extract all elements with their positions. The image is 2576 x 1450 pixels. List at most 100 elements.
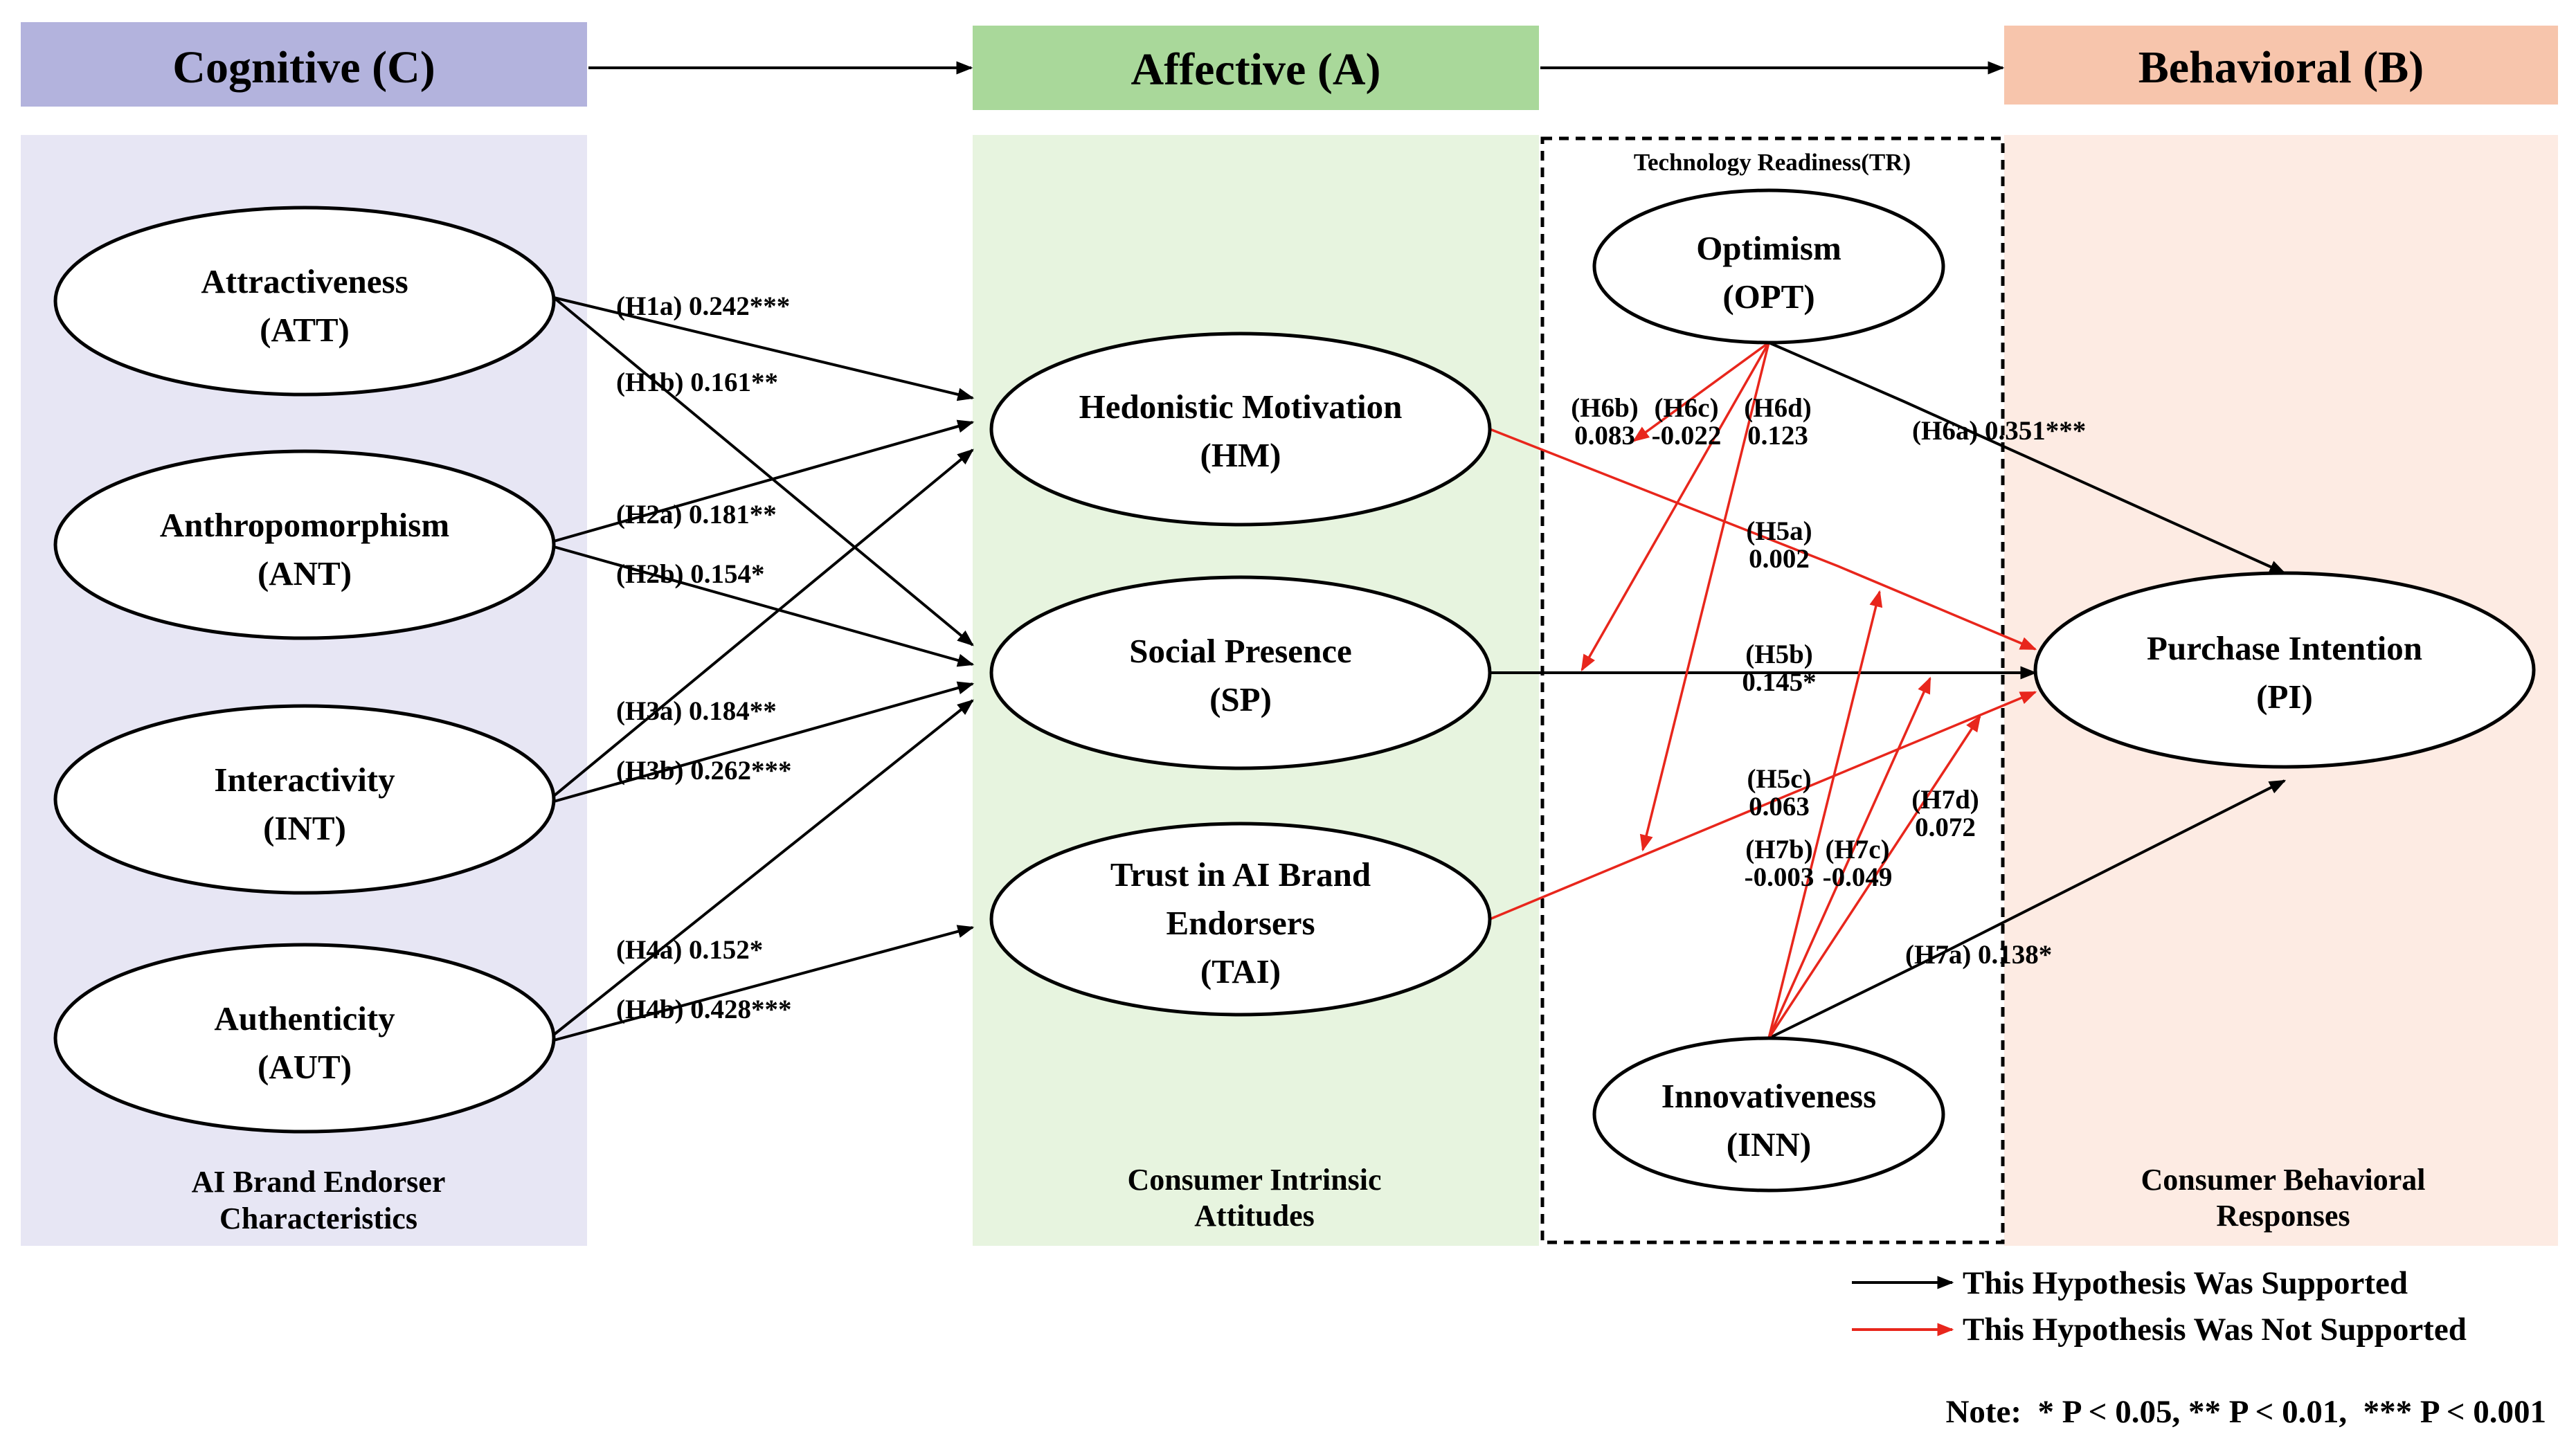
node-purchase-intention: Purchase Intention (PI) (2033, 571, 2536, 769)
node-innovativeness: Innovativeness (INN) (1592, 1036, 1945, 1193)
label-h7d-line-2: 0.072 (1915, 813, 1976, 842)
legend: This Hypothesis Was Supported This Hypot… (1852, 1265, 2467, 1348)
technology-readiness-box (1540, 136, 2005, 1244)
label-h6b: (H6b)0.083 (1571, 393, 1639, 451)
label-h5c-line-1: (H5c) (1747, 764, 1811, 794)
label-h4a: (H4a) 0.152* (616, 935, 763, 965)
label-h5a-line-1: (H5a) (1746, 516, 1812, 546)
arrow-h3a (552, 448, 974, 797)
arrow-h3b (553, 681, 975, 803)
arrow-h7a (1768, 779, 2287, 1040)
label-h6c-line-1: (H6c) (1654, 393, 1718, 423)
node-anthropomorphism: Anthropomorphism (ANT) (53, 449, 556, 640)
node-tai-name-2: Endorsers (1166, 904, 1315, 942)
label-h6b-line-1: (H6b) (1571, 393, 1639, 423)
arrow-h7b (1767, 590, 1883, 1039)
label-h1b-line-1: (H1b) 0.161** (616, 368, 778, 397)
node-tai-abbr: (TAI) (1200, 952, 1281, 990)
node-sp-name: Social Presence (1129, 632, 1352, 670)
arrow-h5c (1489, 691, 2037, 921)
node-opt-abbr: (OPT) (1722, 278, 1814, 316)
label-h5c-line-2: 0.063 (1749, 792, 1810, 822)
label-h2a-line-1: (H2a) 0.181** (616, 500, 777, 529)
node-hm-name: Hedonistic Motivation (1079, 388, 1403, 426)
node-sp-abbr: (SP) (1209, 680, 1272, 718)
significance-note: Note: * P < 0.05, ** P < 0.01, *** P < 0… (1945, 1394, 2546, 1430)
node-authenticity: Authenticity (AUT) (53, 943, 556, 1134)
label-h2b: (H2b) 0.154* (616, 559, 765, 589)
affective-footer-line-1: Consumer Intrinsic (1127, 1163, 1381, 1197)
node-tai-name-1: Trust in AI Brand (1110, 855, 1371, 894)
label-h4a-line-1: (H4a) 0.152* (616, 935, 763, 965)
arrow-h5a (1489, 428, 2037, 651)
arrow-h6c (1580, 342, 1770, 672)
cognitive-footer-line-1: AI Brand Endorser (192, 1165, 446, 1199)
arrow-h7c (1767, 676, 1931, 1039)
label-h1a-line-1: (H1a) 0.242*** (616, 291, 790, 321)
cognitive-header-title: Cognitive (C) (172, 42, 435, 93)
label-h7c: (H7c)-0.049 (1823, 835, 1893, 892)
label-h7c-line-1: (H7c) (1825, 835, 1889, 864)
label-h5b: (H5b)0.145* (1742, 640, 1816, 697)
node-pi-abbr: (PI) (2256, 678, 2313, 716)
label-h6c-line-2: -0.022 (1652, 421, 1722, 451)
label-h4b-line-1: (H4b) 0.428*** (616, 995, 792, 1024)
label-h2a: (H2a) 0.181** (616, 500, 777, 529)
label-h7a-line-1: (H7a) 0.138* (1905, 940, 2052, 970)
node-trust-in-ai-brand-endorsers: Trust in AI Brand Endorsers (TAI) (989, 822, 1492, 1017)
label-h7a: (H7a) 0.138* (1905, 940, 2052, 970)
node-inn-name: Innovativeness (1661, 1077, 1876, 1115)
arrow-h6d (1639, 342, 1770, 852)
label-h7d: (H7d)0.072 (1911, 785, 1979, 842)
affective-footer-line-2: Attitudes (1194, 1199, 1315, 1233)
label-h3a: (H3a) 0.184** (616, 696, 777, 726)
label-h7c-line-2: -0.049 (1823, 862, 1893, 892)
node-ant-abbr: (ANT) (258, 554, 352, 592)
node-int-name: Interactivity (214, 761, 395, 799)
node-optimism: Optimism (OPT) (1592, 188, 1945, 345)
label-h3b: (H3b) 0.262*** (616, 756, 792, 786)
legend-not-supported-label: This Hypothesis Was Not Supported (1963, 1312, 2467, 1348)
label-h1a: (H1a) 0.242*** (616, 291, 790, 321)
label-h7b: (H7b)-0.003 (1745, 835, 1814, 892)
path-arrows (552, 296, 2287, 1042)
node-att-abbr: (ATT) (260, 311, 350, 349)
node-ant-name: Anthropomorphism (160, 506, 449, 544)
arrow-h6a (1768, 341, 2287, 574)
label-h2b-line-1: (H2b) 0.154* (616, 559, 765, 589)
label-h7d-line-1: (H7d) (1911, 785, 1979, 815)
label-h6d-line-1: (H6d) (1744, 393, 1812, 423)
label-h6c: (H6c)-0.022 (1652, 393, 1722, 451)
legend-supported-label: This Hypothesis Was Supported (1963, 1265, 2408, 1301)
behavioral-footer-line-2: Responses (2216, 1199, 2350, 1233)
behavioral-header (2004, 26, 2558, 105)
label-h3a-line-1: (H3a) 0.184** (616, 696, 777, 726)
arrow-h4a (552, 699, 974, 1036)
label-h3b-line-1: (H3b) 0.262*** (616, 756, 792, 786)
arrow-h2b (553, 545, 975, 667)
label-h5c: (H5c)0.063 (1747, 764, 1811, 822)
label-h7b-line-1: (H7b) (1745, 835, 1813, 864)
arrow-h7d (1767, 714, 1981, 1039)
label-h6d: (H6d)0.123 (1744, 393, 1812, 451)
cognitive-footer-line-2: Characteristics (219, 1202, 417, 1235)
label-h5b-line-2: 0.145* (1742, 667, 1816, 697)
label-h7b-line-2: -0.003 (1745, 862, 1814, 892)
label-h6b-line-2: 0.083 (1574, 421, 1635, 451)
label-h5a-line-2: 0.002 (1749, 544, 1810, 574)
node-opt-name: Optimism (1696, 229, 1841, 267)
arrow-h2a (553, 419, 975, 543)
label-h1b: (H1b) 0.161** (616, 368, 778, 397)
node-attractiveness: Attractiveness (ATT) (53, 206, 556, 397)
node-pi-name: Purchase Intention (2147, 629, 2422, 667)
node-aut-name: Authenticity (214, 999, 395, 1037)
arrow-h1a (553, 296, 975, 401)
arrow-h6b (1632, 341, 1770, 442)
technology-readiness-title: Technology Readiness(TR) (1634, 149, 1911, 176)
behavioral-footer-line-1: Consumer Behavioral (2141, 1163, 2425, 1197)
affective-header-title: Affective (A) (1131, 44, 1381, 95)
arrow-h1b (552, 296, 974, 646)
arrow-h4b (553, 925, 975, 1042)
